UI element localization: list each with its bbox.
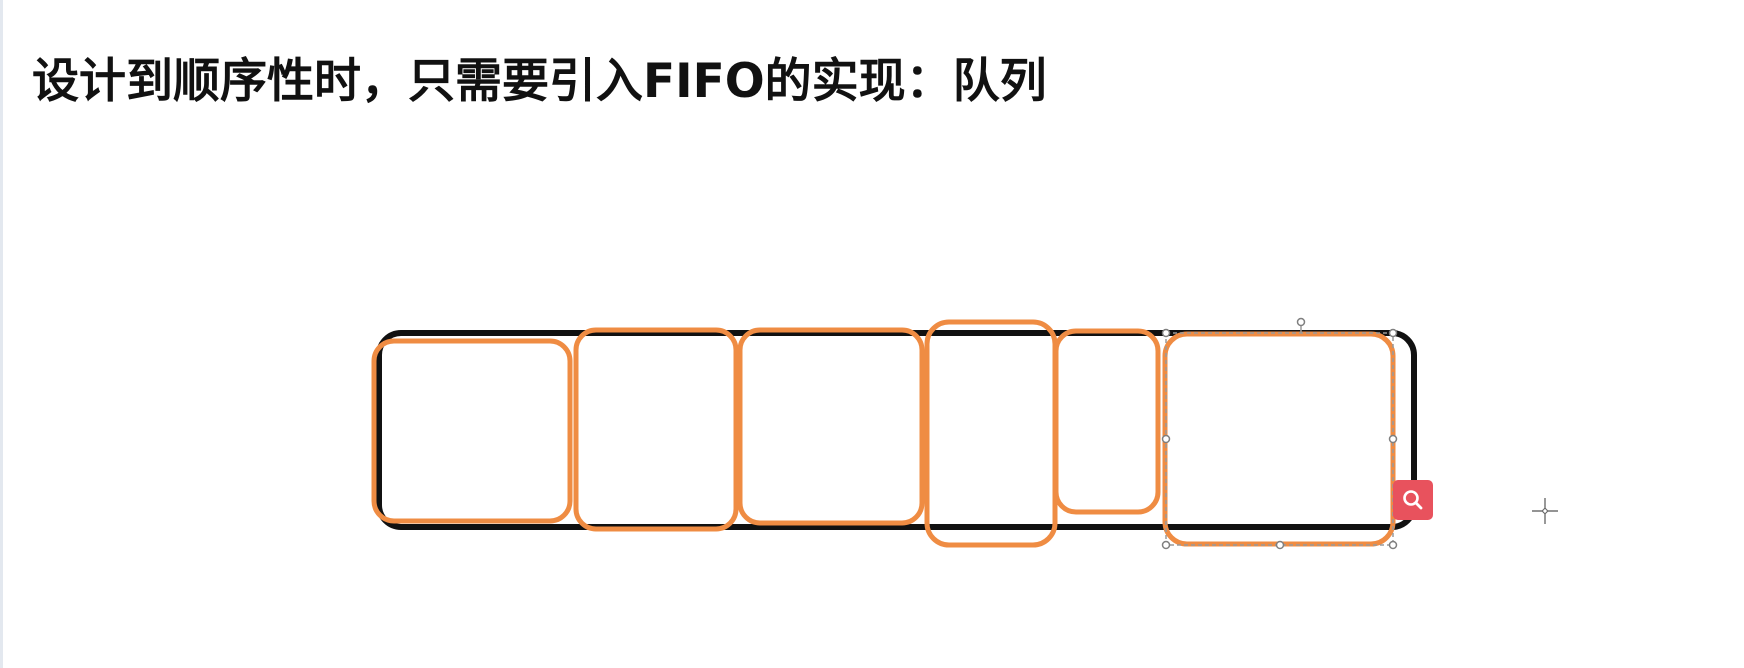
queue-cell-6[interactable] — [1162, 331, 1396, 547]
queue-cell-3[interactable] — [737, 327, 925, 526]
search-icon[interactable] — [1393, 480, 1433, 520]
resize-handle-right[interactable] — [1388, 434, 1398, 444]
slide-title: 设计到顺序性时，只需要引入FIFO的实现：队列 — [32, 54, 1047, 109]
resize-handle-left[interactable] — [1161, 434, 1171, 444]
selection-frame — [1165, 322, 1394, 546]
queue-cell-2[interactable] — [573, 327, 739, 532]
resize-handle-bottom-right[interactable] — [1388, 540, 1398, 550]
queue-cell-5[interactable] — [1053, 328, 1161, 515]
crosshair-cursor-icon — [1532, 498, 1558, 524]
resize-handle-top-right[interactable] — [1388, 328, 1398, 338]
queue-container — [376, 330, 1417, 530]
queue-cell-1[interactable] — [371, 338, 573, 524]
resize-handle-top-left[interactable] — [1161, 328, 1171, 338]
resize-handle-top[interactable] — [1296, 317, 1306, 327]
resize-handle-bottom-left[interactable] — [1161, 540, 1171, 550]
resize-handle-bottom[interactable] — [1275, 540, 1285, 550]
slide-left-border — [0, 0, 3, 668]
queue-cell-4[interactable] — [924, 319, 1058, 548]
